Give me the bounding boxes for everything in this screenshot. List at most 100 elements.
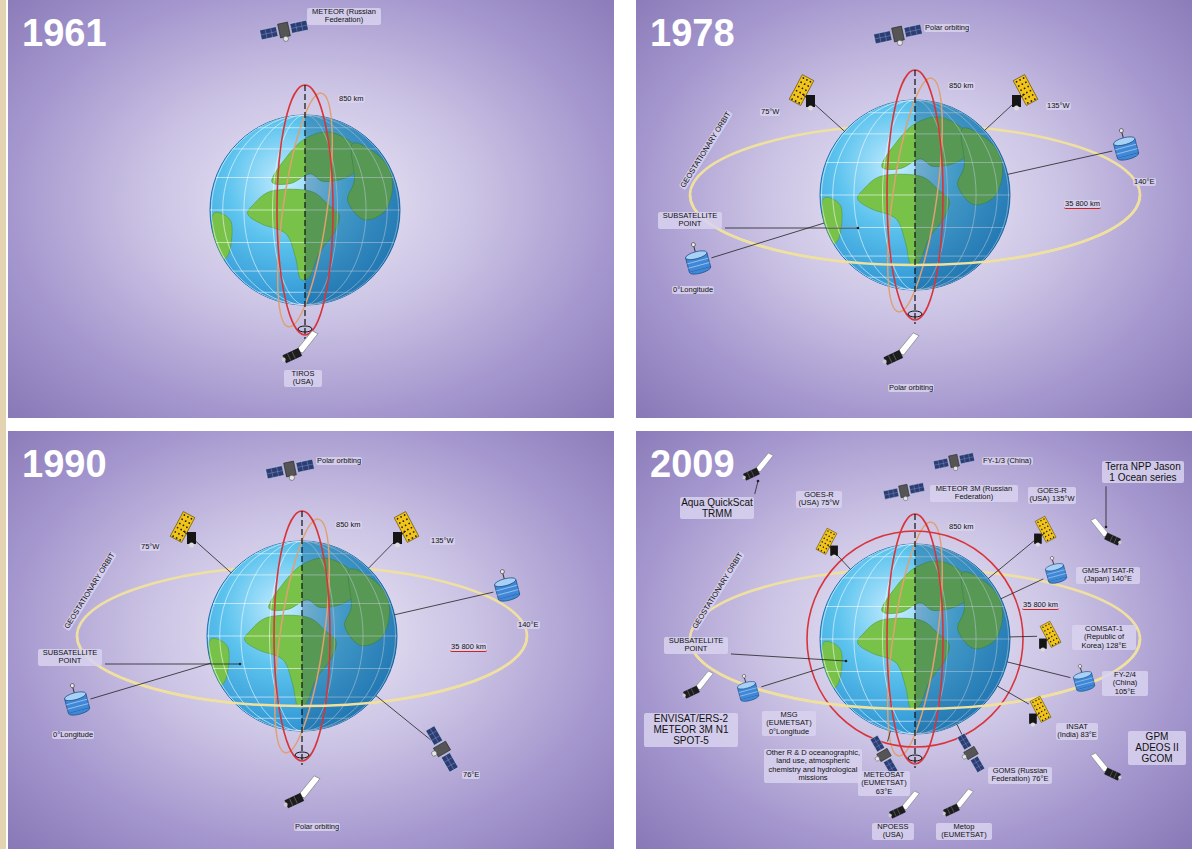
satellite-icon <box>491 567 520 603</box>
satellite-label: 140°E <box>517 621 540 629</box>
satellite-bus <box>1105 768 1121 780</box>
antenna <box>73 688 75 694</box>
satellite-label: METEOR (Russian Federation) <box>307 8 381 25</box>
satellite-icon <box>877 331 924 366</box>
antenna-tip <box>691 242 696 247</box>
panel-dot <box>1021 83 1023 85</box>
year-heading: 2009 <box>650 445 735 483</box>
antenna-tip <box>1119 128 1124 133</box>
satellite-body <box>873 22 924 50</box>
satellite-dish <box>283 36 289 42</box>
satellite-icon <box>816 528 838 559</box>
satellite-icon <box>1029 696 1051 727</box>
panel-dot <box>1030 100 1032 102</box>
antenna <box>1080 668 1081 673</box>
panel-dot <box>396 518 398 520</box>
bus-stripes <box>1110 535 1117 543</box>
bus-stripes <box>893 808 900 816</box>
drum-top <box>64 690 87 702</box>
satellite-label: Polar orbiting <box>316 457 362 465</box>
panel-dot <box>1048 716 1050 718</box>
satellite-body <box>678 670 718 700</box>
panel-dot <box>1041 528 1043 530</box>
panel-dot <box>183 514 185 516</box>
bus-stripes <box>747 470 754 478</box>
panel-dot <box>1050 627 1052 629</box>
drum-bottom <box>1077 685 1096 693</box>
panel-dot <box>1040 716 1042 718</box>
satellite-dish <box>281 357 286 362</box>
panel-dot <box>1015 81 1017 83</box>
drum-top <box>494 576 517 588</box>
satellite-dish <box>1014 106 1019 111</box>
satellite-label: SUBSATELLITE POINT <box>38 649 102 666</box>
satellite-bus <box>743 468 759 480</box>
panel-dot <box>1031 94 1033 96</box>
satellite-icon <box>873 22 924 50</box>
panel-dot <box>179 539 181 541</box>
panel-dot <box>1024 97 1026 99</box>
panel-dot <box>1046 633 1048 635</box>
antenna <box>694 247 696 253</box>
panel-dot <box>1042 719 1044 721</box>
satellite-dish <box>431 750 438 757</box>
satellite-label: INSAT (India) 83°E <box>1056 723 1098 740</box>
rotation-axis <box>914 70 915 324</box>
panel-dot <box>411 537 413 539</box>
panel-dot <box>1054 634 1056 636</box>
satellite-bus <box>285 793 304 807</box>
panel-dot <box>408 539 410 541</box>
satellite-icon <box>276 329 323 364</box>
satellite-label: 140°E <box>1133 178 1156 186</box>
antenna-tip <box>70 683 75 688</box>
satellite-icon <box>278 774 325 809</box>
satellite-label: 850 km <box>338 95 365 103</box>
leader-end <box>239 663 242 666</box>
panel-dot <box>406 518 408 520</box>
panel-dot <box>802 77 804 79</box>
panel-dot <box>184 520 186 522</box>
leader-line <box>755 481 758 494</box>
satellite-bus <box>899 484 910 497</box>
leader-end <box>845 660 848 663</box>
satellite-dish <box>1031 722 1035 726</box>
satellite-label: GEOSTATIONARY ORBIT <box>691 551 746 632</box>
satellite-label: SUBSATELLITE POINT <box>664 637 728 654</box>
panel-dot <box>1051 635 1053 637</box>
satellite-label: NPOESS (USA) <box>872 823 914 840</box>
satellite-icon <box>1086 752 1126 782</box>
satellite-bus <box>187 532 196 544</box>
panel-dot <box>825 548 827 550</box>
satellite-label: 75°W <box>140 543 160 551</box>
satellite-label: 135°W <box>430 537 455 545</box>
panel-dot <box>1042 523 1044 525</box>
satellite-dish <box>1036 542 1040 546</box>
subsatellite-line <box>1001 579 1043 599</box>
panel-dot <box>404 524 406 526</box>
satellite-bus <box>284 461 297 477</box>
satellite-dish <box>808 106 813 111</box>
satellite-body <box>1012 75 1038 111</box>
leader-line <box>105 664 240 665</box>
panel-dot <box>190 518 192 520</box>
satellite-icon <box>265 457 316 485</box>
satellite-dish <box>682 693 687 698</box>
satellite-icon <box>1039 621 1061 652</box>
satellite-bus <box>889 806 905 818</box>
year-heading: 1978 <box>650 14 735 52</box>
satellite-body <box>170 512 196 548</box>
panel-dot <box>1042 705 1044 707</box>
panel-dot <box>823 537 825 539</box>
satellite-body <box>1086 752 1126 782</box>
satellite-body <box>491 567 520 603</box>
subsatellite-line <box>395 592 494 615</box>
panel-dot <box>188 522 190 524</box>
antenna-tip <box>1050 556 1054 560</box>
rotation-symbol <box>295 752 309 758</box>
year-panel: 1961METEOR (Russian Federation)850 kmTIR… <box>8 0 614 418</box>
satellite-icon <box>938 788 978 818</box>
satellite-icon <box>682 240 711 276</box>
panel-dot <box>825 534 827 536</box>
panel-dot <box>174 531 176 533</box>
panel-dot <box>1053 536 1055 538</box>
